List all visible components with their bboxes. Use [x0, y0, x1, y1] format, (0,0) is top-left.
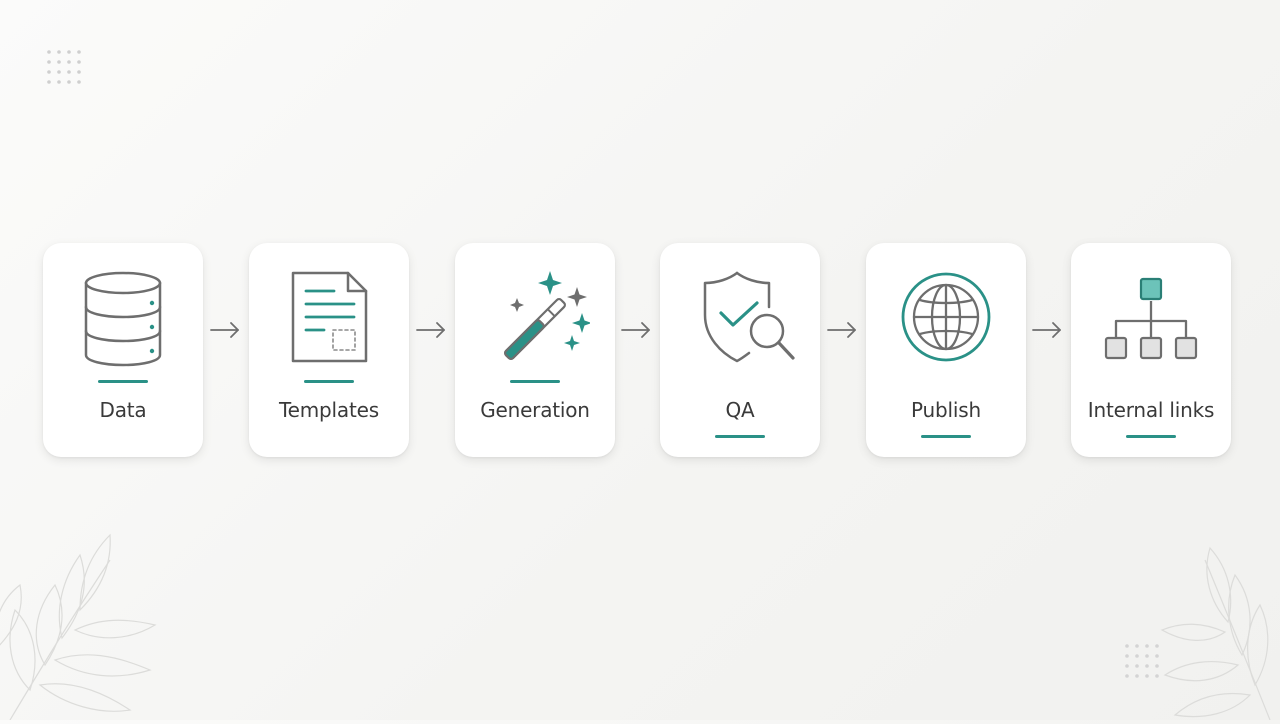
step-label: Templates — [279, 398, 379, 422]
arrow-right-icon — [209, 320, 241, 340]
arrow-right-icon — [415, 320, 447, 340]
step-card-data: Data — [43, 243, 203, 457]
step-card-generation: Generation — [455, 243, 615, 457]
step-label: Data — [99, 398, 147, 422]
step-card-internal-links: Internal links — [1071, 243, 1231, 457]
arrow-right-icon — [826, 320, 858, 340]
accent-bar — [98, 380, 148, 383]
dot-grid-bottom-right — [1124, 642, 1164, 682]
sitemap-icon — [1096, 267, 1206, 371]
magic-wand-icon — [480, 267, 590, 371]
step-card-qa: QA — [660, 243, 820, 457]
accent-bar — [510, 380, 560, 383]
step-label: Internal links — [1087, 398, 1215, 422]
step-label: QA — [725, 398, 755, 422]
document-template-icon — [274, 267, 384, 371]
step-label: Generation — [480, 398, 590, 422]
accent-bar — [304, 380, 354, 383]
accent-bar — [1126, 435, 1176, 438]
arrow-right-icon — [620, 320, 652, 340]
globe-icon — [891, 267, 1001, 371]
step-label: Publish — [911, 398, 981, 422]
leaf-decoration-left — [0, 500, 170, 724]
leaf-decoration-right — [1160, 510, 1280, 724]
dot-grid-top-left — [46, 48, 86, 88]
step-card-publish: Publish — [866, 243, 1026, 457]
step-card-templates: Templates — [249, 243, 409, 457]
shield-check-search-icon — [685, 267, 795, 371]
accent-bar — [921, 435, 971, 438]
database-icon — [68, 267, 178, 371]
accent-bar — [715, 435, 765, 438]
arrow-right-icon — [1031, 320, 1063, 340]
